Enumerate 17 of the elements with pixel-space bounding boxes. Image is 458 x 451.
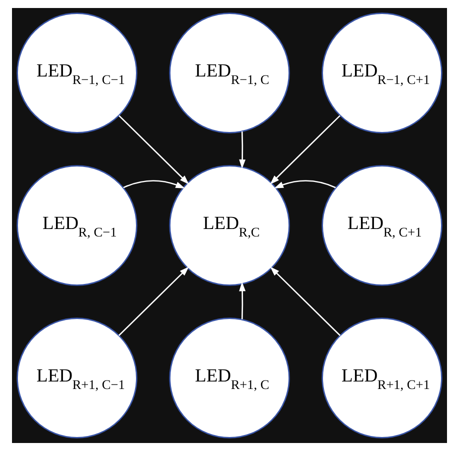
node-circle: LED$_{R,C}$ <box>168 165 290 286</box>
arrow <box>118 115 188 184</box>
node-circle: LED$_{R, C−1}$ <box>16 165 137 286</box>
node-circle: LED$_{R+1, C−1}$ <box>16 318 137 438</box>
arrow <box>274 180 336 188</box>
node-circle: LED$_{R, C+1}$ <box>321 165 442 286</box>
node-circle: LED$_{R+1, C}$ <box>168 318 290 438</box>
arrow <box>118 266 188 336</box>
arrow <box>238 282 246 320</box>
arrow <box>270 115 340 184</box>
node-circle: LED$_{R−1, C+1}$ <box>321 12 442 134</box>
node-circle: LED$_{R−1, C}$ <box>168 12 290 134</box>
node-circle: LED$_{R+1, C+1}$ <box>321 318 442 438</box>
arrow <box>122 180 184 188</box>
arrow <box>270 266 340 336</box>
arrow <box>238 131 246 169</box>
node-circle: LED$_{R−1, C−1}$ <box>16 12 137 134</box>
